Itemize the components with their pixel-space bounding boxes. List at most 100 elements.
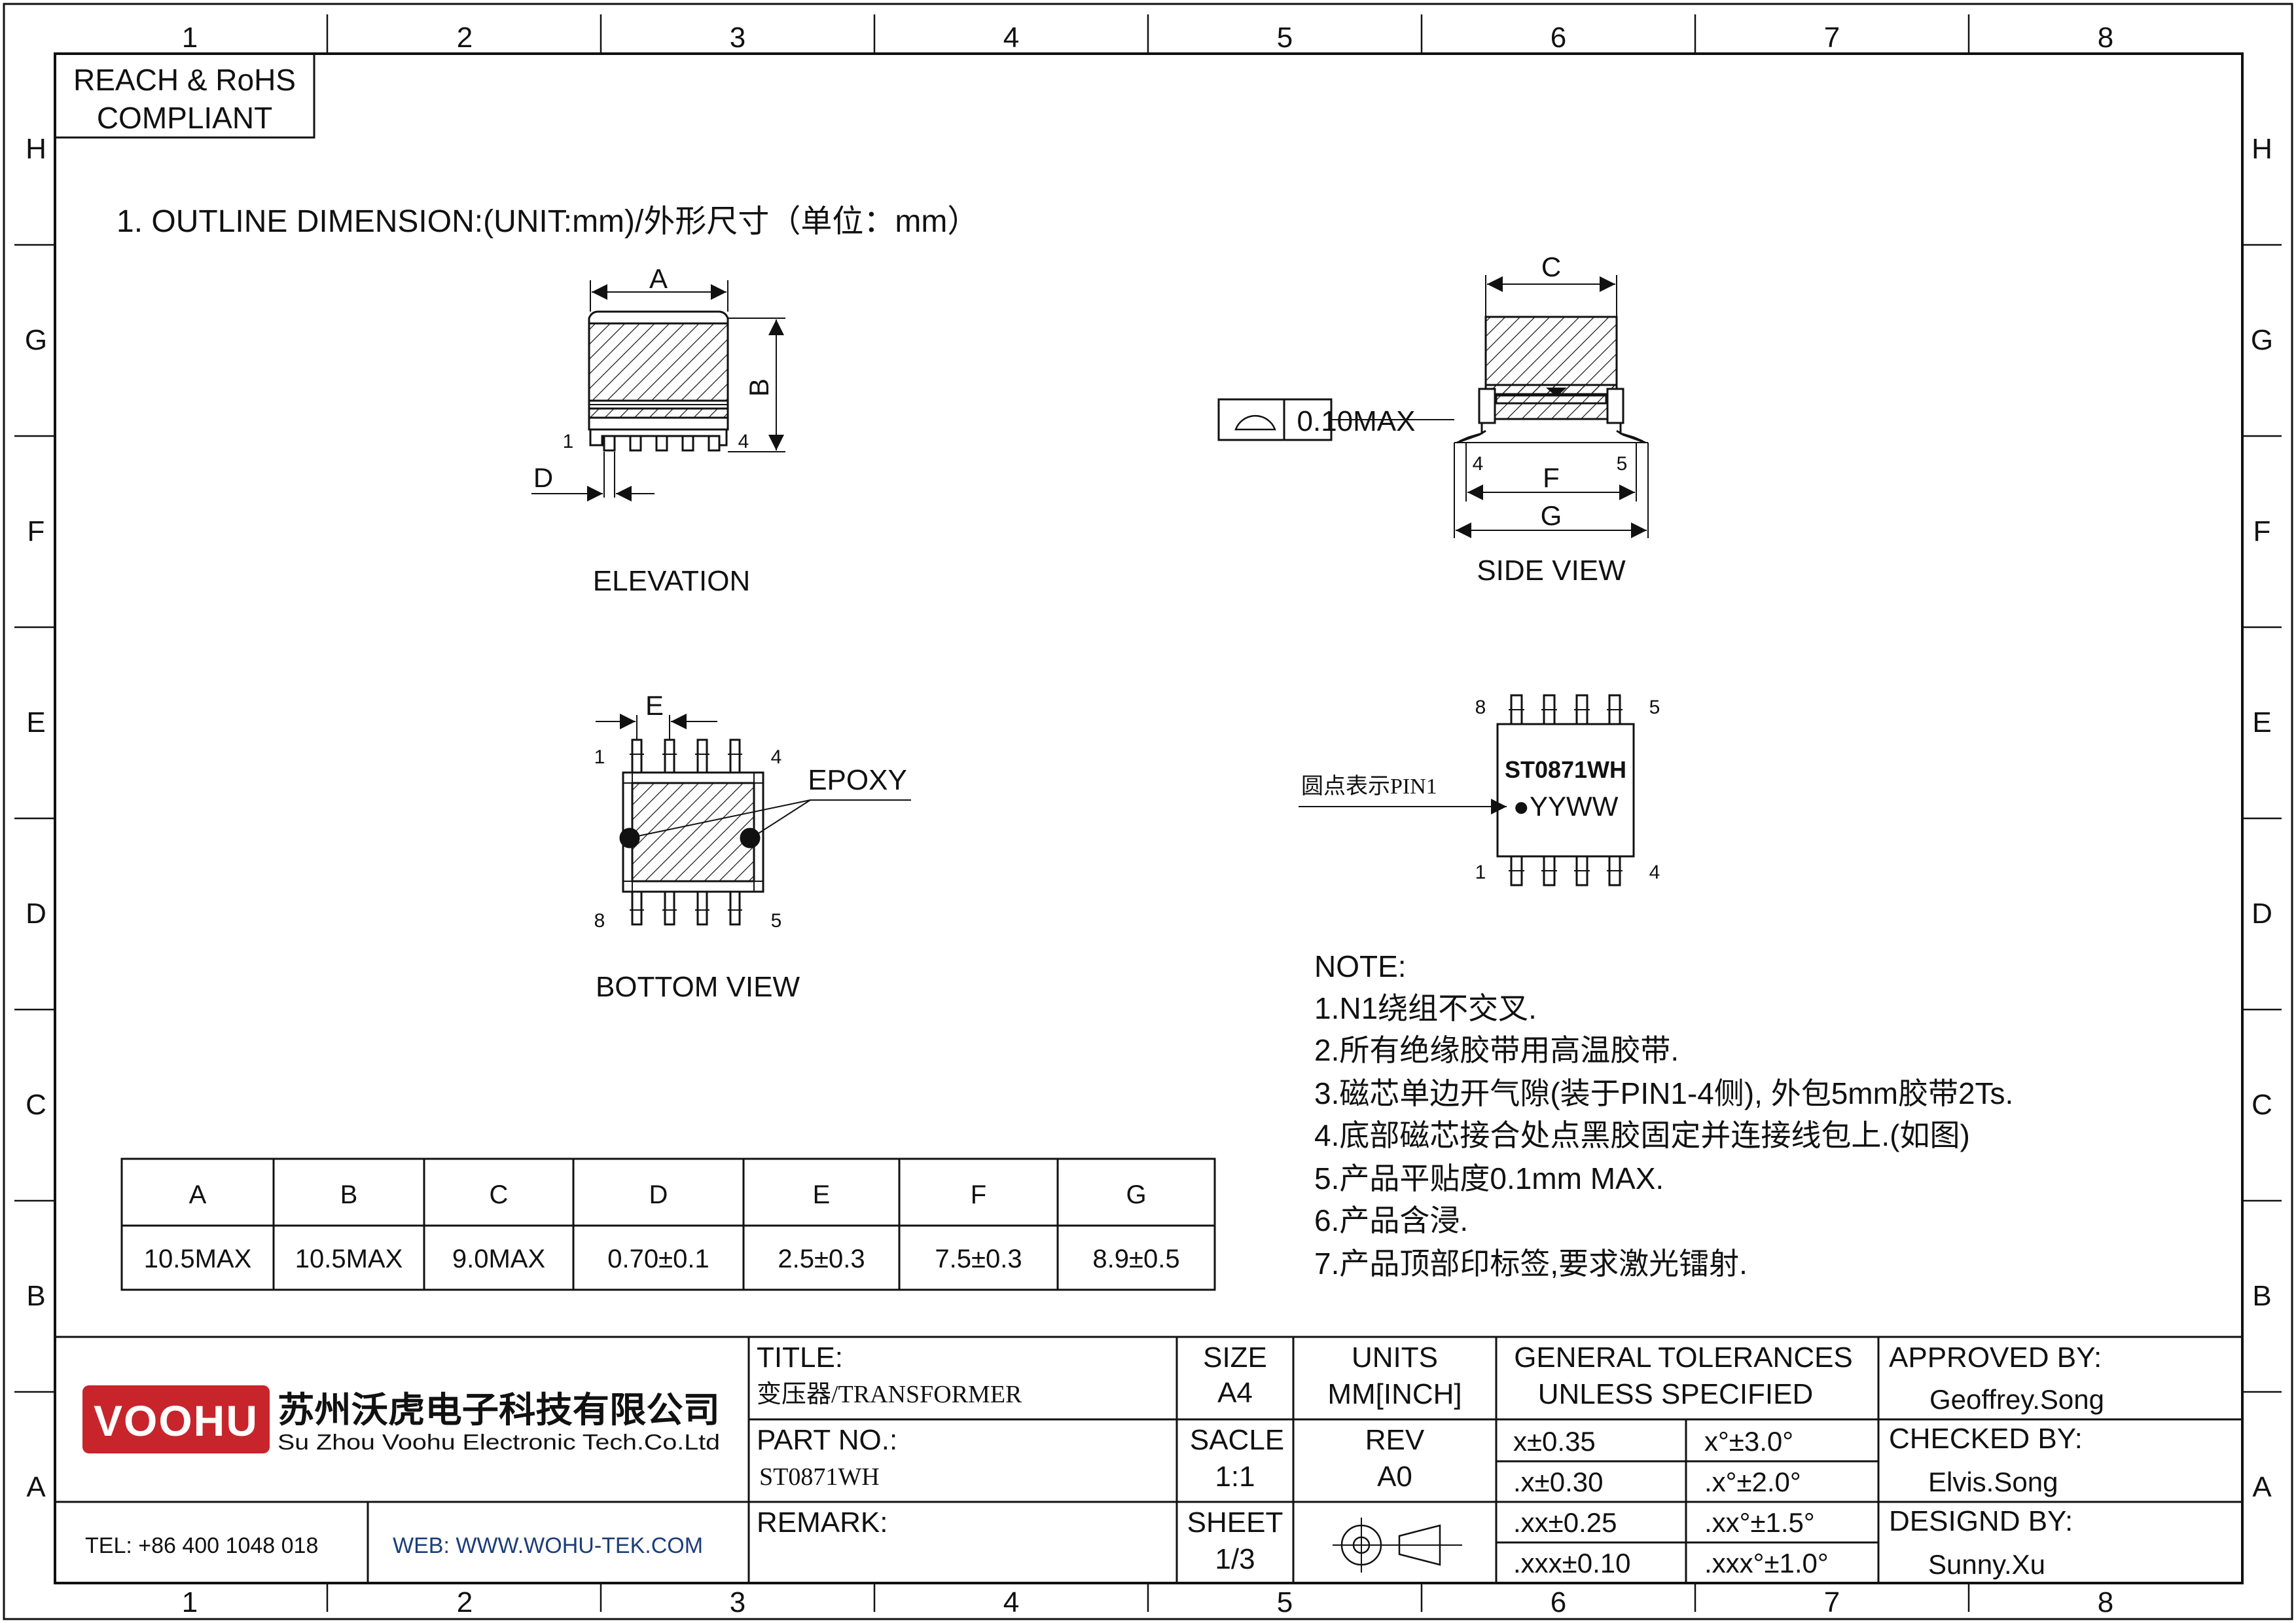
col-label: 8 — [2098, 22, 2113, 54]
table-header: E — [813, 1180, 831, 1209]
frame-labels: 1 2 3 4 5 6 7 8 1 2 3 4 5 6 7 8 H G F E … — [25, 22, 2273, 1618]
col-label: 7 — [1824, 1586, 1840, 1618]
col-label: 5 — [1277, 22, 1293, 54]
row-label: G — [25, 324, 47, 356]
col-label: 2 — [457, 1586, 473, 1618]
rev-value: A0 — [1377, 1461, 1412, 1493]
note-item: 4.底部磁芯接合处点黑胶固定并连接线包上.(如图) — [1314, 1118, 1970, 1152]
tolerance-linear: .xxx±0.10 — [1513, 1548, 1630, 1578]
pin-label: 1 — [1475, 862, 1486, 883]
row-label: E — [26, 706, 45, 739]
table-cell: 10.5MAX — [144, 1245, 252, 1273]
row-label: A — [26, 1471, 46, 1503]
company-name-en: Su Zhou Voohu Electronic Tech.Co.Ltd — [278, 1430, 720, 1454]
top-view-labels: ST0871WH ●YYWW 圆点表示PIN1 8 5 1 4 — [1301, 697, 1660, 883]
bottom-view-labels: E EPOXY 1 4 8 5 BOTTOM VIEW — [594, 690, 907, 1003]
table-header: B — [340, 1180, 358, 1209]
company-name-cn: 苏州沃虎电子科技有限公司 — [278, 1391, 720, 1430]
tolerance-angular: .xxx°±1.0° — [1704, 1548, 1829, 1578]
compliance-line2: COMPLIANT — [97, 101, 272, 135]
pin-label: 4 — [771, 746, 782, 768]
col-label: 3 — [730, 1586, 745, 1618]
designed-label: DESIGND BY: — [1889, 1505, 2073, 1537]
sheet-frame — [3, 3, 2293, 1620]
tolerance-title: GENERAL TOLERANCES — [1514, 1341, 1853, 1374]
epoxy-label: EPOXY — [808, 764, 907, 796]
row-label: C — [2251, 1089, 2272, 1121]
tolerance-subtitle: UNLESS SPECIFIED — [1538, 1378, 1814, 1410]
pin-label: 1 — [594, 746, 605, 768]
designed-value: Sunny.Xu — [1928, 1549, 2045, 1580]
tolerance-linear: .xx±0.25 — [1513, 1507, 1617, 1538]
units-value: MM[INCH] — [1327, 1378, 1462, 1410]
side-view-labels: C F G 0.10MAX 4 5 SIDE VIEW — [1297, 251, 1628, 587]
tolerance-angular: .xx°±1.5° — [1704, 1507, 1815, 1538]
col-label: 2 — [457, 22, 473, 54]
notes-title: NOTE: — [1314, 949, 1407, 983]
pin-label: 1 — [563, 431, 574, 452]
dim-d-label: D — [533, 462, 553, 493]
elevation-labels: A B D 1 4 ELEVATION — [533, 263, 774, 597]
col-label: 1 — [182, 1586, 198, 1618]
table-header: A — [189, 1180, 207, 1209]
compliance-box: REACH & RoHS COMPLIANT — [54, 52, 315, 139]
col-label: 6 — [1551, 22, 1566, 54]
title-block-text: 苏州沃虎电子科技有限公司 Su Zhou Voohu Electronic Te… — [85, 1341, 2104, 1580]
tolerance-angular: .x°±2.0° — [1704, 1467, 1801, 1497]
row-label: B — [2252, 1280, 2271, 1312]
dim-b-label: B — [744, 378, 774, 397]
col-label: 4 — [1003, 1586, 1019, 1618]
note-item: 2.所有绝缘胶带用高温胶带. — [1314, 1033, 1679, 1067]
dim-c-label: C — [1541, 251, 1561, 282]
row-label: G — [2251, 324, 2273, 356]
note-item: 7.产品顶部印标签,要求激光镭射. — [1314, 1247, 1748, 1281]
tolerance-angular: x°±3.0° — [1704, 1426, 1793, 1457]
checked-label: CHECKED BY: — [1889, 1423, 2083, 1455]
row-label: D — [2251, 898, 2272, 930]
pin-label: 4 — [1473, 453, 1484, 475]
note-item: 6.产品含浸. — [1314, 1203, 1468, 1237]
title-label: TITLE: — [757, 1341, 843, 1374]
part-marking: ST0871WH — [1505, 756, 1626, 783]
pin-label: 5 — [1649, 697, 1660, 718]
company-logo: VOOHU — [82, 1385, 270, 1453]
table-cell: 2.5±0.3 — [778, 1245, 865, 1273]
part-value: ST0871WH — [759, 1463, 880, 1491]
top-view — [1299, 694, 1635, 886]
view-label: SIDE VIEW — [1477, 555, 1626, 587]
col-label: 5 — [1277, 1586, 1293, 1618]
col-label: 4 — [1003, 22, 1019, 54]
row-label: H — [2251, 133, 2272, 165]
row-label: E — [2252, 706, 2271, 739]
remark-label: REMARK: — [757, 1506, 888, 1539]
col-label: 8 — [2098, 1586, 2113, 1618]
pin-label: 5 — [1617, 453, 1628, 475]
row-label: F — [2253, 515, 2271, 547]
tolerance-linear: x±0.35 — [1513, 1426, 1596, 1457]
table-cell: 9.0MAX — [452, 1245, 545, 1273]
pin-label: 8 — [1475, 697, 1486, 718]
row-label: F — [27, 515, 45, 547]
sheet-label: SHEET — [1187, 1506, 1283, 1539]
size-label: SIZE — [1203, 1341, 1267, 1374]
col-label: 1 — [182, 22, 198, 54]
web: WEB: WWW.WOHU-TEK.COM — [393, 1533, 703, 1558]
view-label: BOTTOM VIEW — [596, 971, 800, 1003]
logo-text: VOOHU — [94, 1396, 259, 1445]
tolerance-linear: .x±0.30 — [1513, 1467, 1603, 1497]
row-label: C — [26, 1089, 46, 1121]
elevation-view — [531, 280, 785, 501]
title-block — [55, 1336, 2242, 1583]
pin-label: 4 — [1649, 862, 1660, 883]
tel: TEL: +86 400 1048 018 — [85, 1533, 318, 1558]
row-label: D — [26, 898, 46, 930]
table-header: F — [971, 1180, 986, 1209]
dim-e-label: E — [645, 690, 664, 721]
note-item: 5.产品平贴度0.1mm MAX. — [1314, 1161, 1664, 1195]
table-header: G — [1126, 1180, 1146, 1209]
scale-label: SACLE — [1190, 1424, 1284, 1456]
compliance-line1: REACH & RoHS — [73, 63, 296, 97]
dim-a-label: A — [649, 263, 668, 294]
pin-label: 8 — [594, 910, 605, 932]
